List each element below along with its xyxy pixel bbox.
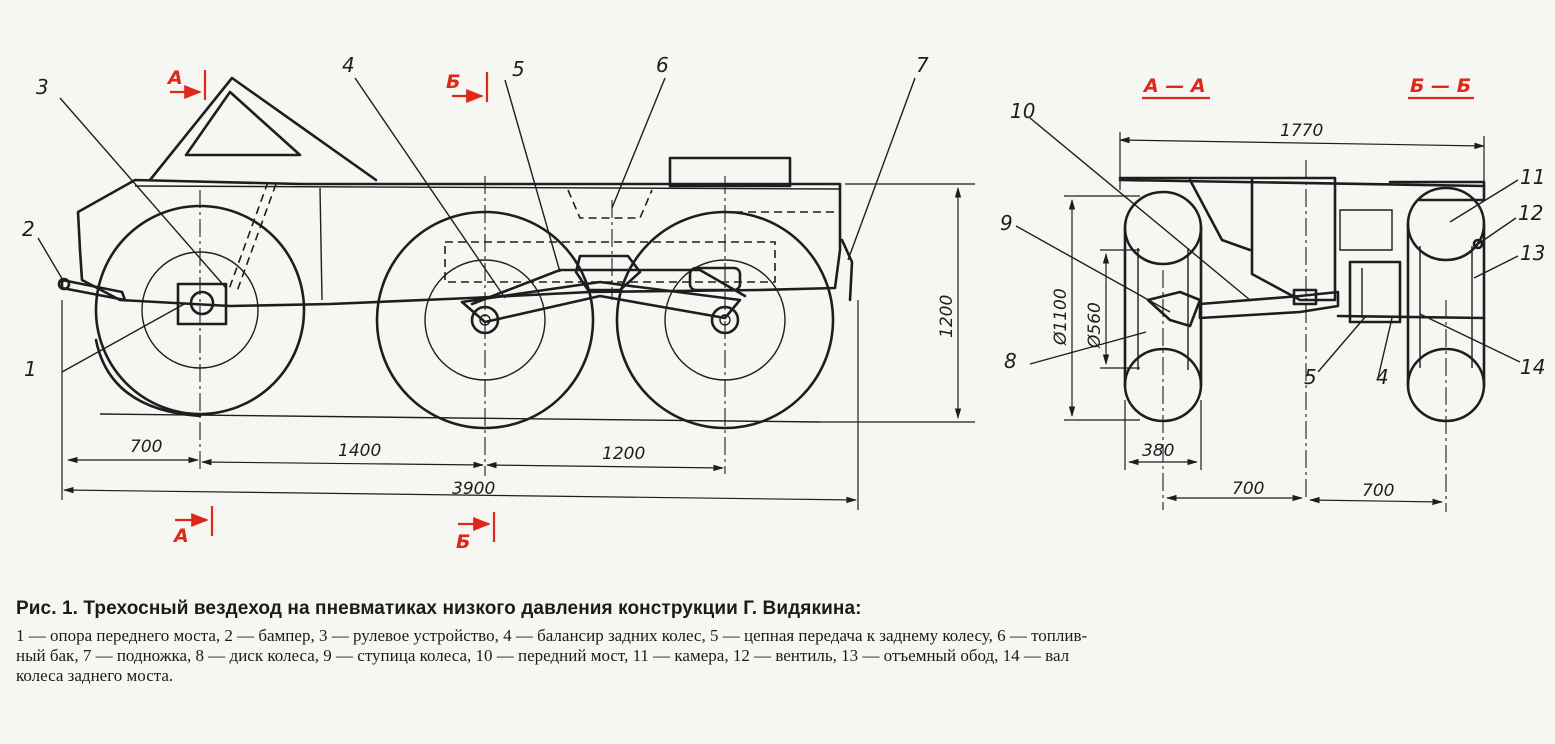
callout-8: 8: [1004, 349, 1017, 373]
technical-drawing: 700 1400 1200 3900 1200 1 2 3 4 5 6 7 А …: [22, 53, 1545, 553]
leader-7: [847, 77, 916, 261]
leader-5b: [1317, 315, 1367, 373]
legend-line-2: ный бак, 7 — подножка, 8 — диск колеса, …: [16, 646, 1070, 665]
leader-10: [1029, 117, 1251, 301]
leader-8: [1029, 331, 1147, 365]
hull-front-seam: [319, 187, 323, 301]
rear-wheel-shaft: [1336, 314, 1486, 320]
fuel-tank-box: [668, 156, 792, 188]
section-frame-diagonal: [1188, 178, 1252, 252]
callout-6: 6: [656, 53, 669, 77]
section-hull-deck: [1118, 178, 1486, 188]
dim-560-text: Ø560: [1085, 302, 1105, 349]
hull-outline: [76, 178, 842, 308]
leader-12: [1477, 217, 1517, 245]
cab-windshield: [148, 76, 378, 182]
rear-drive-hub: [688, 266, 742, 292]
bumper-eye: [57, 277, 71, 291]
balance-beam: [460, 280, 742, 324]
dim-1770-text: 1770: [1280, 121, 1323, 141]
section-title-a: А — А: [1142, 75, 1206, 97]
callout-5b: 5: [1304, 365, 1317, 389]
section-mark-b-top: Б: [446, 71, 489, 104]
section-title-b: Б — Б: [1410, 75, 1471, 97]
callout-9: 9: [1000, 211, 1013, 235]
hull-top-rail: [134, 185, 841, 190]
leader-4: [354, 77, 506, 299]
dim-1400-text: 1400: [338, 441, 381, 461]
svg-text:Б: Б: [456, 531, 470, 553]
dim-line-3900: [62, 486, 858, 504]
dim-380-text: 380: [1142, 441, 1174, 461]
dim-height-text: 1200: [937, 295, 957, 338]
callout-5: 5: [512, 57, 525, 81]
section-hull-right: [1388, 180, 1486, 202]
dim-700-left-text: 700: [1232, 479, 1264, 499]
callout-13: 13: [1520, 241, 1545, 265]
svg-text:Б: Б: [446, 71, 460, 93]
leader-1: [61, 302, 187, 373]
ground-line: [99, 413, 821, 423]
leader-3: [59, 97, 227, 289]
callout-11: 11: [1520, 165, 1545, 189]
dim-1100-text: Ø1100: [1051, 288, 1071, 346]
callout-14: 14: [1520, 355, 1545, 379]
callout-10: 10: [1010, 99, 1035, 123]
side-view: 700 1400 1200 3900 1200 1 2 3 4 5 6 7 А …: [22, 53, 975, 553]
pivot-bracket: [574, 254, 642, 292]
section-mark-b-bottom: Б: [456, 512, 496, 553]
section-b-wheel: [1406, 186, 1486, 423]
axle-pivot: [1292, 288, 1318, 306]
rear-sprocket: [1348, 260, 1402, 324]
leader-13: [1473, 255, 1519, 279]
callout-7: 7: [916, 53, 929, 77]
dim-700-text: 700: [130, 437, 162, 457]
callout-2: 2: [22, 217, 35, 241]
callout-1: 1: [24, 357, 37, 381]
dim-700-right-line: [1308, 496, 1444, 506]
section-mark-a-top: А: [166, 67, 207, 100]
dim-3900-text: 3900: [452, 479, 495, 499]
steering-column-b: [235, 183, 277, 295]
svg-text:А: А: [172, 525, 189, 547]
section-hull-step: [1339, 209, 1393, 251]
figure-caption: Рис. 1. Трехосный вездеход на пневматика…: [16, 598, 1496, 686]
footboard: [840, 238, 854, 302]
leader-14: [1419, 313, 1521, 363]
callout-4b: 4: [1376, 365, 1389, 389]
callout-12: 12: [1518, 201, 1543, 225]
caption-title: Рис. 1. Трехосный вездеход на пневматика…: [16, 598, 862, 619]
leader-2: [37, 237, 65, 283]
dim-line-1400: [200, 458, 485, 469]
cab-window: [184, 90, 302, 157]
section-hull-left: [1118, 176, 1337, 302]
leader-9: [1015, 225, 1171, 313]
leader-4b: [1377, 317, 1393, 379]
steering-column-a: [227, 181, 269, 293]
leader-6: [611, 77, 666, 209]
sections-view: А — А Б — Б 1770: [1000, 75, 1545, 512]
dim-1200-text: 1200: [602, 444, 645, 464]
dim-700-right-text: 700: [1362, 481, 1394, 501]
dim-line-1200: [485, 461, 725, 472]
dim-1770-line: [1118, 136, 1486, 150]
section-mark-a-bottom: А: [172, 506, 214, 547]
fuel-tank-lower: [567, 189, 653, 219]
legend-line-1: 1 — опора переднего моста, 2 — бампер, 3…: [16, 626, 1088, 645]
caption-legend: 1 — опора переднего моста, 2 — бампер, 3…: [16, 626, 1496, 686]
bumper: [60, 278, 127, 302]
callout-4: 4: [342, 53, 355, 77]
callout-3: 3: [36, 75, 49, 99]
leader-5: [504, 79, 561, 273]
svg-text:А: А: [166, 67, 183, 89]
chain-drive: [470, 268, 747, 306]
legend-line-3: колеса заднего моста.: [16, 666, 174, 685]
front-axle-beam: [1198, 290, 1340, 320]
leader-11: [1449, 179, 1519, 223]
